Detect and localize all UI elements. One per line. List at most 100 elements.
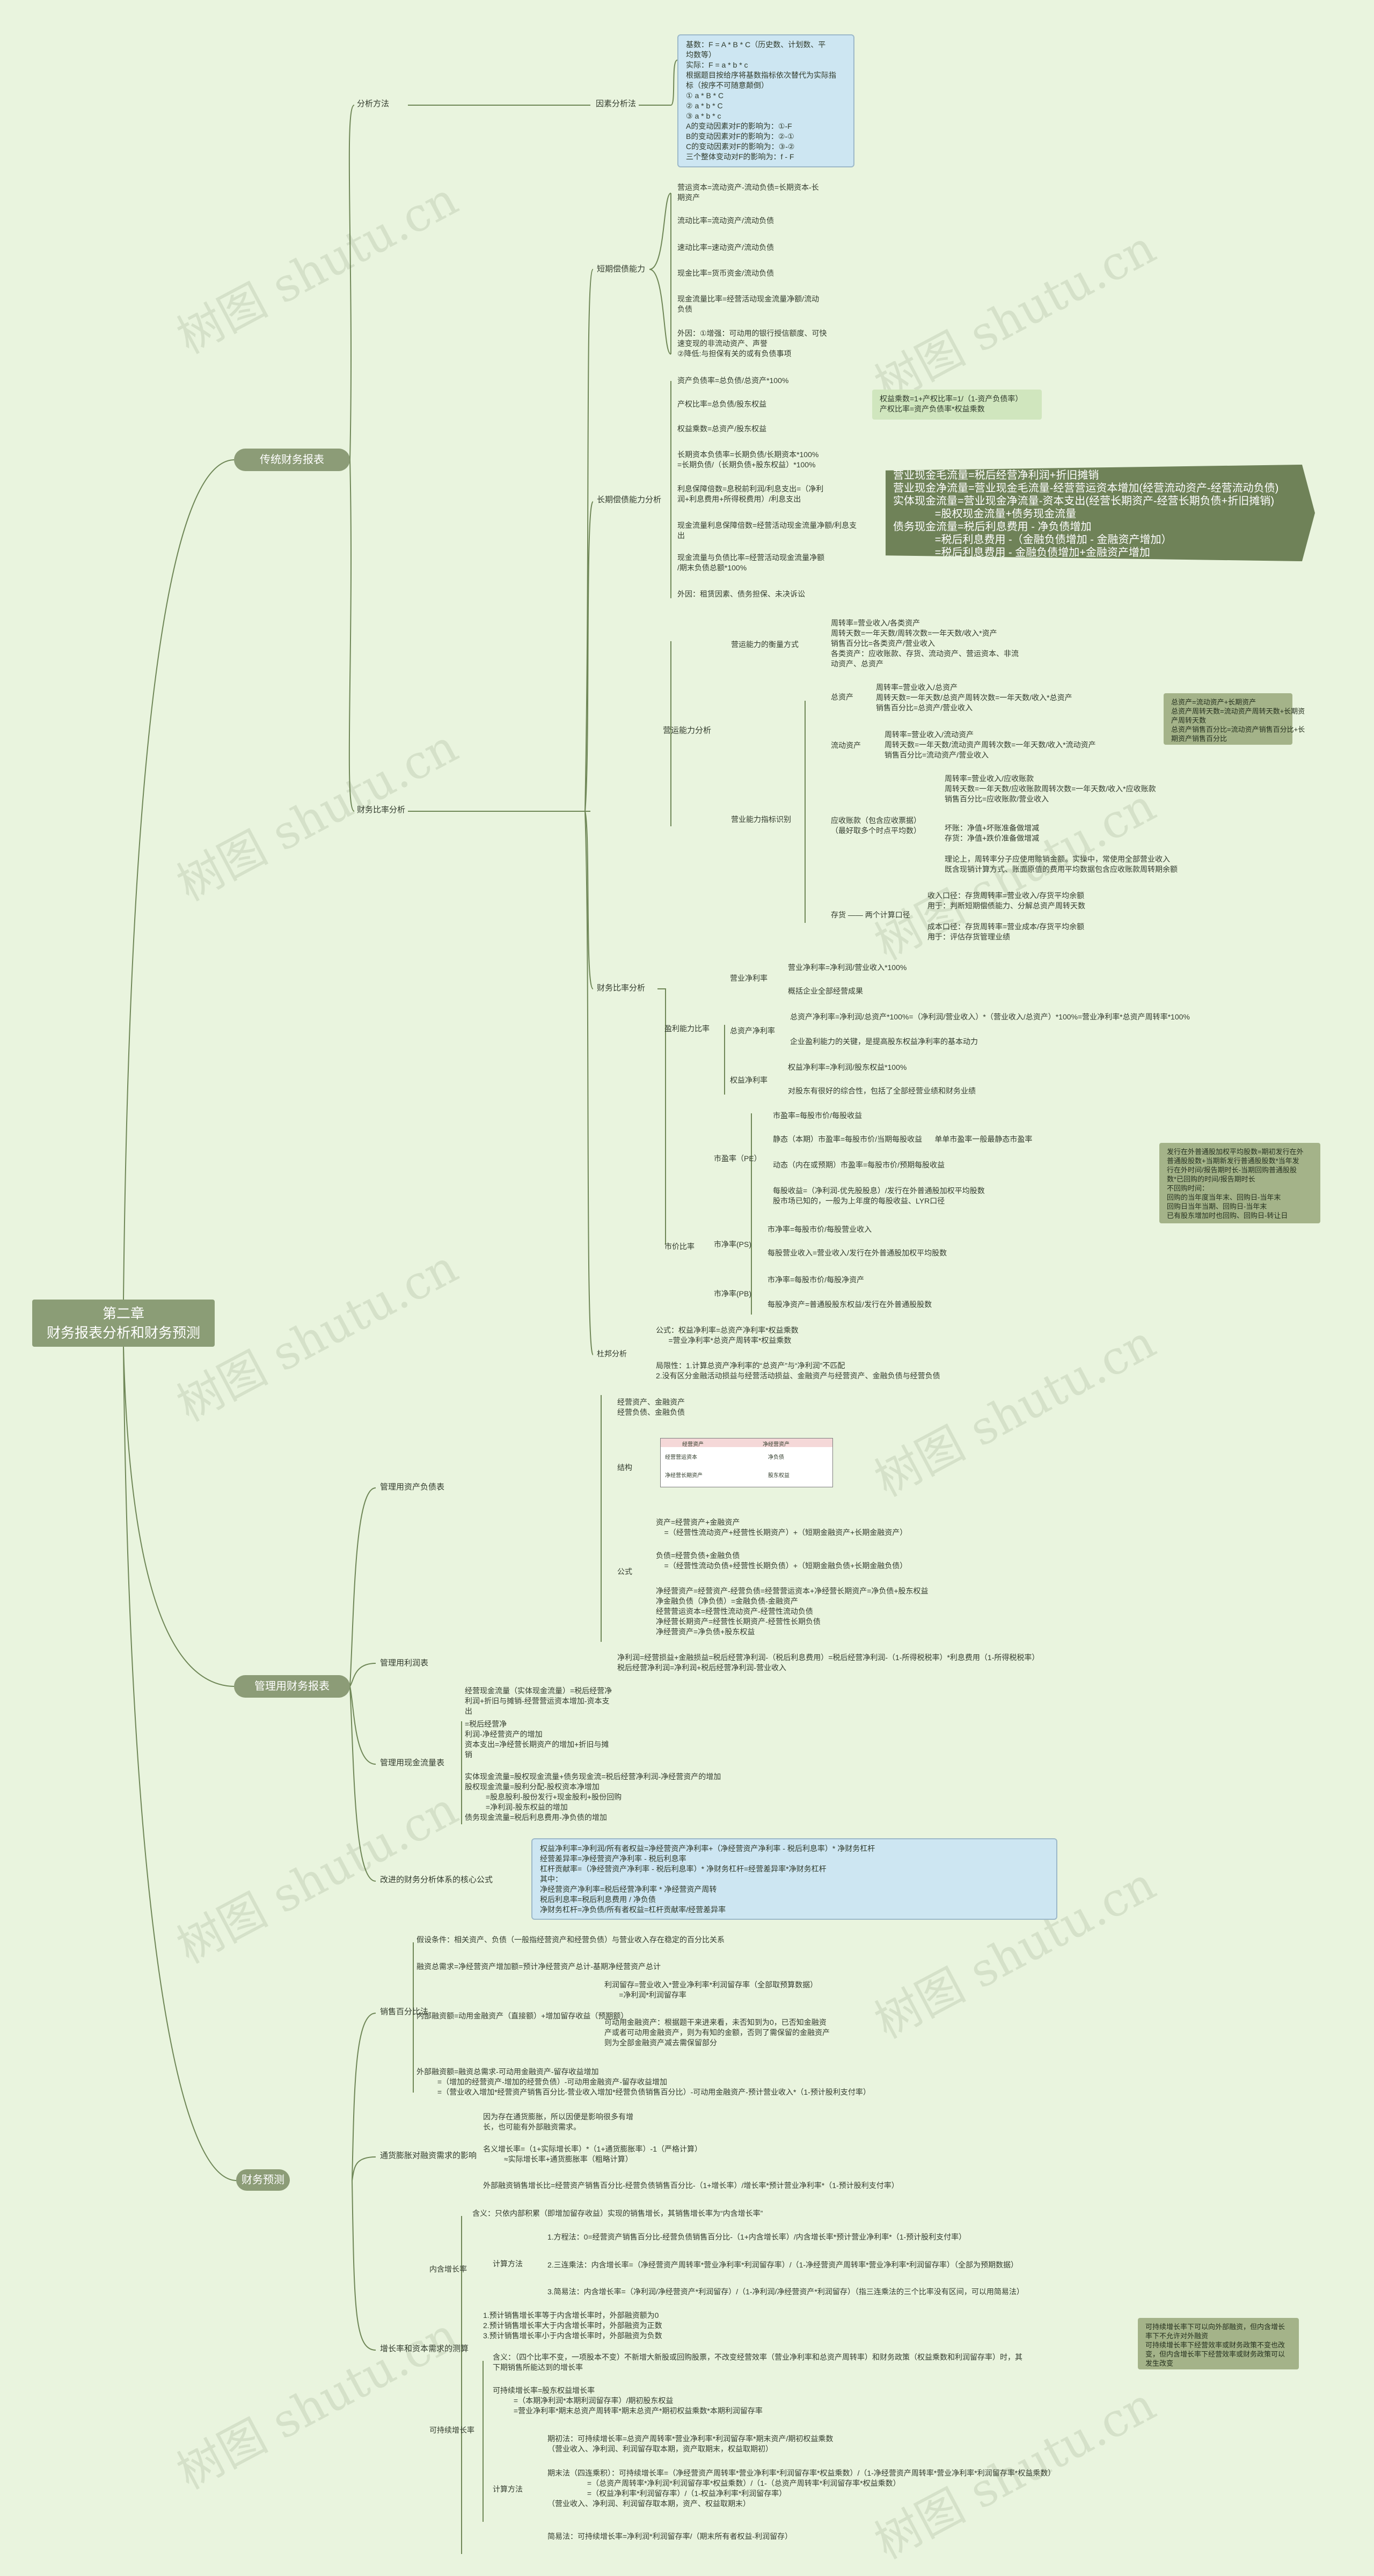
roe-formula: 权益净利率=净利润/股东权益*100% <box>788 1063 907 1072</box>
node-roe[interactable]: 权益净利率 <box>730 1076 768 1084</box>
receivables-note-1: 坏账：净值+坏账准备做增减 存货：净值+跌价准备做增减 <box>945 824 1040 842</box>
node-ps[interactable]: 市净率(PS) <box>714 1240 751 1249</box>
short-item-3: 速动比率=速动资产/流动负债 <box>677 243 774 252</box>
node-financial-ratios[interactable]: 财务比率分析 <box>597 984 646 993</box>
short-item-1: 营运资本=流动资产-流动负债=长期资本-长 期资产 <box>677 183 819 202</box>
node-pe[interactable]: 市盈率（PE） <box>714 1154 762 1163</box>
short-item-6: 外因：①增强：可动用的银行授信额度、可快 速变现的非流动资产、声誉 ②降低:与担… <box>677 329 827 358</box>
node-op-measure[interactable]: 营运能力的衡量方式 <box>731 640 799 649</box>
total-assets-text: 周转率=营业收入/总资产 周转天数=一年天数/总资产周转次数=一年天数/收入*总… <box>876 683 1072 712</box>
cash-flow-box: 营业现金毛流量=税后经营净利润+折旧摊销 营业现金净流量=营业现金毛流量-经营营… <box>886 465 1315 561</box>
long-item-5: 利息保障倍数=息税前利润/利息支出=（净利 润+利息费用+所得税费用）/利息支出 <box>677 485 824 503</box>
node-ratio-analysis[interactable]: 财务比率分析 <box>357 805 406 814</box>
roa-formula: 总资产净利率=净利润/总资产*100%=（净利润/营业收入）*（营业收入/总资产… <box>790 1012 1190 1021</box>
sales-pct-external: 外部融资额=融资总需求-可动用金融资产-留存收益增加 =（增加的经营资产-增加的… <box>416 2067 871 2096</box>
node-sustainable-calc[interactable]: 计算方法 <box>493 2485 523 2493</box>
sustainable-def: 含义：（四个比率不变，一项股本不变）不新增大新股或回购股票，不改变经营效率（营业… <box>493 2353 1022 2372</box>
node-analysis-method[interactable]: 分析方法 <box>357 99 390 108</box>
ps-formula: 市净率=每股市价/每股营业收入 <box>768 1225 872 1234</box>
branch-traditional-statements[interactable]: 传统财务报表 <box>234 449 350 471</box>
node-sales-margin[interactable]: 营业净利率 <box>730 974 768 982</box>
node-structure[interactable]: 结构 <box>617 1463 632 1472</box>
sales-pct-assumption: 假设条件：相关资产、负债（一般指经营资产和经营负债）与营业收入存在稳定的百分比关… <box>416 1935 725 1944</box>
node-receivables[interactable]: 应收账款（包含应收票据） （最好取多个时点平均数） <box>831 816 921 835</box>
internal-growth-def: 含义：只依内部积累（即增加留存收益）实现的销售增长，其销售增长率为“内含增长率” <box>472 2209 763 2218</box>
sales-pct-retention: 利润留存=营业收入*营业净利率*利润留存率（全部取预算数据） =净利润*利润留存… <box>604 1980 818 1999</box>
pe-item-4: 每股收益=（净利润-优先股股息）/发行在外普通股加权平均股数 股市场已知的，一般… <box>773 1186 985 1205</box>
node-pb[interactable]: 市净率(PB) <box>714 1289 751 1298</box>
long-item-7: 现金流量与负债比率=经营活动现金流量净额 /期末负债总额*100% <box>677 553 825 572</box>
node-roa[interactable]: 总资产净利率 <box>730 1026 775 1035</box>
table-cell-3: 净经营长期资产 <box>665 1473 703 1479</box>
branch-financial-forecast[interactable]: 财务预测 <box>236 2169 290 2191</box>
roe-note: 对股东有很好的综合性，包括了全部经营业绩和财务业绩 <box>788 1087 976 1095</box>
pe-item-1: 市盈率=每股市价/每股收益 <box>773 1111 863 1120</box>
sustainable-method-1: 期初法：可持续增长率=总资产周转率*营业净利率*利润留存率*期末资产/期初权益乘… <box>547 2434 834 2453</box>
node-sustainable-growth[interactable]: 可持续增长率 <box>429 2426 474 2434</box>
pe-item-2: 静态（本期）市盈率=每股市价/当期每股收益 单单市盈率一般最静态市盈率 <box>773 1135 1033 1143</box>
node-mgmt-income[interactable]: 管理用利润表 <box>380 1658 429 1668</box>
node-operating-ability[interactable]: 营运能力分析 <box>663 726 712 735</box>
long-item-3: 权益乘数=总资产/股东权益 <box>677 424 767 433</box>
short-item-2: 流动比率=流动资产/流动负债 <box>677 216 774 225</box>
income-text: 净利润=经营损益+金融损益=税后经营净利润-（税后利息费用）=税后经营净利润-（… <box>617 1653 1040 1672</box>
pe-item-3: 动态（内在或预期）市盈率=每股市价/预期每股收益 <box>773 1161 945 1169</box>
node-internal-calc[interactable]: 计算方法 <box>493 2259 523 2268</box>
node-total-assets[interactable]: 总资产 <box>831 693 853 701</box>
core-formula-box: 权益净利率=净利润/所有者权益=净经营资产净利率+（净经营资产净利率 - 税后利… <box>531 1838 1057 1920</box>
node-sales-percentage[interactable]: 销售百分比法 <box>380 2007 429 2016</box>
roa-note: 企业盈利能力的关键，是提高股东权益净利率的基本动力 <box>790 1037 978 1046</box>
inflation-nominal-rate: 名义增长率=（1+实际增长率）*（1+通货膨胀率）-1（严格计算） ≈实际增长率… <box>483 2145 702 2163</box>
sales-pct-total-need: 融资总需求=净经营资产增加额=预计净经营资产总计-基期净经营资产总计 <box>416 1962 661 1971</box>
node-factor-analysis[interactable]: 因素分析法 <box>596 99 637 108</box>
inventory-text-2: 成本口径：存货周转率=营业成本/存货平均余额 用于：评估存货管理业绩 <box>927 922 1085 941</box>
sustainable-method-2: 期末法（四连乘积）：可持续增长率=（净经营资产周转率*营业净利率*利润留存率*权… <box>547 2469 1056 2508</box>
pb-note: 每股净资产=普通股股东权益/发行在外普通股股数 <box>768 1300 932 1309</box>
node-internal-growth[interactable]: 内含增长率 <box>429 2265 467 2273</box>
dupont-limitation: 局限性：1.计算总资产净利率的“总资产”与“净利润”不匹配 2.没有区分金融活动… <box>656 1361 940 1380</box>
cashflow-3: 实体现金流量=股权现金流量+债务现金流=税后经营净利润-净经营资产的增加 股权现… <box>465 1772 721 1822</box>
node-dupont[interactable]: 杜邦分析 <box>597 1349 627 1358</box>
node-core-formula[interactable]: 改进的财务分析体系的核心公式 <box>380 1875 493 1884</box>
root-chapter: 第二章 <box>102 1305 144 1322</box>
factor-analysis-box: 基数：F = A * B * C（历史数、计划数、平 均数等） 实际：F = a… <box>677 34 854 167</box>
node-inflation-effect[interactable]: 通货膨胀对融资需求的影响 <box>380 2151 477 2160</box>
formula-3: 净经营资产=经营资产-经营负债=经营营运资本+净经营长期资产=净负债+股东权益 … <box>656 1587 929 1636</box>
node-long-term-solvency[interactable]: 长期偿债能力分析 <box>597 495 662 504</box>
table-head-2: 净经营资产 <box>763 1442 790 1448</box>
long-item-4: 长期资本负债率=长期负债/长期资本*100% =长期负债/（长期负债+股东权益）… <box>677 450 819 469</box>
pe-weighted-shares-box: 发行在外普通股加权平均股数=期初发行在外 普通股股数+当期新发行普通股股数*当年… <box>1159 1143 1320 1223</box>
node-growth-capital[interactable]: 增长率和资本需求的测算 <box>380 2344 469 2353</box>
cashflow-1: 经营现金流量（实体现金流量）=税后经营净 利润+折旧与摊销-经营营运资本增加-资… <box>465 1686 612 1715</box>
node-mgmt-cashflow[interactable]: 管理用现金流量表 <box>380 1758 445 1767</box>
node-profitability[interactable]: 盈利能力比率 <box>664 1024 710 1033</box>
internal-growth-notes: 1.预计销售增长率等于内含增长率时，外部融资额为0 2.预计销售增长率大于内含增… <box>483 2311 662 2340</box>
node-op-indicators[interactable]: 营业能力指标识别 <box>731 815 791 824</box>
node-inventory[interactable]: 存货 —— 两个计算口径 <box>831 911 910 919</box>
internal-method-3: 3.简易法：内含增长率=（净利润/净经营资产*利润留存）/（1-净利润/净经营资… <box>547 2287 1024 2296</box>
short-item-4: 现金比率=货币资金/流动负债 <box>677 269 774 277</box>
formula-1: 资产=经营资产+金融资产 =（经营性流动资产+经营性长期资产）+（短期金融资产+… <box>656 1518 908 1537</box>
table-head-1: 经营资产 <box>682 1442 704 1448</box>
long-item-1: 资产负债率=总负债/总资产*100% <box>677 376 789 385</box>
long-item-2: 产权比率=总负债/股东权益 <box>677 400 767 408</box>
branch-management-statements[interactable]: 管理用财务报表 <box>234 1675 350 1698</box>
node-current-assets[interactable]: 流动资产 <box>831 741 861 750</box>
op-measure-text: 周转率=营业收入/各类资产 周转天数=一年天数/周转次数=一年天数/收入*资产 … <box>831 619 1019 668</box>
node-market-ratios[interactable]: 市价比率 <box>664 1242 695 1251</box>
node-formula[interactable]: 公式 <box>617 1567 632 1576</box>
node-mgmt-balance-sheet[interactable]: 管理用资产负债表 <box>380 1483 445 1492</box>
equity-multiplier-box: 权益乘数=1+产权比率=1/（1-资产负债率） 产权比率=资产负债率*权益乘数 <box>872 390 1042 420</box>
node-short-term-solvency[interactable]: 短期偿债能力 <box>597 265 646 274</box>
internal-method-1: 1.方程法：0=经营资产销售百分比-经营负债销售百分比-（1+内含增长率）/内含… <box>547 2233 967 2241</box>
sales-pct-internal: 内部融资额=动用金融资产（直接额）+增加留存收益（预期额） <box>416 2012 628 2020</box>
table-cell-1: 经营营运资本 <box>665 1455 697 1461</box>
table-cell-2: 净负债 <box>768 1455 784 1461</box>
sales-pct-financial-assets: 可动用金融资产：根据题干来进来看，未否知到为0，已否知金融资 产或者可动用金融资… <box>604 2018 830 2047</box>
root-topic[interactable]: 第二章 财务报表分析和财务预测 <box>32 1300 215 1347</box>
total-assets-box: 总资产=流动资产+长期资产 总资产周转天数=流动资产周转天数+长期资 产周转天数… <box>1164 693 1305 745</box>
pb-formula: 市净率=每股市价/每股净资产 <box>768 1275 865 1284</box>
inflation-external-ratio: 外部融资销售增长比=经营资产销售百分比-经营负债销售百分比-（1+增长率）/增长… <box>483 2181 899 2190</box>
receivables-note-2: 理论上，周转率分子应使用赊销金额。实操中，常使用全部营业收入 既含现销计算方式、… <box>945 855 1178 874</box>
cashflow-2: =税后经营净 利润-净经营资产的增加 资本支出=净经营长期资产的增加+折旧与摊 … <box>465 1720 609 1759</box>
